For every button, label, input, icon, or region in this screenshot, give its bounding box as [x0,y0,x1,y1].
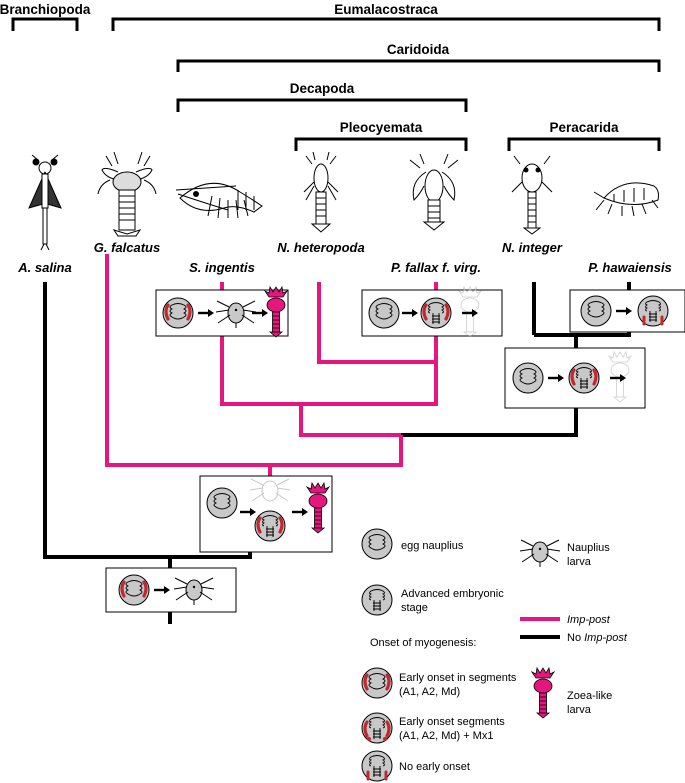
bracket-decapoda [176,98,468,112]
bracket-branchiopoda [11,17,79,31]
dev-box-peracarida [504,347,646,409]
legend-no-prefix: No [567,632,584,644]
dev-box-root [105,567,237,613]
a-salina-drawing [28,154,62,251]
legend-onset-heading: Onset of myogenesis: [370,637,476,649]
dev-box-eumalacostraca [199,475,333,553]
species-label-n-heteropoda: N. heteropoda [277,240,364,255]
s-ingentis-drawing [175,182,263,219]
legend-nauplius-larva-icon [519,539,561,568]
clade-label-peracarida: Peracarida [549,120,619,135]
bracket-pleocyemata [294,137,468,151]
legend-zoea-icon [531,667,555,719]
legend-early-mx1-1: Early onset segments [399,716,505,728]
species-label-s-ingentis: S. ingentis [189,260,255,275]
p-hawaiensis-drawing [593,182,659,217]
clade-label-caridoida: Caridoida [387,42,450,57]
species-label-p-fallax: P. fallax f. virg. [391,260,481,275]
legend-no-imp-post-text: No Imp-post [567,632,628,644]
clade-label-eumalacostraca: Eumalacostraca [334,2,438,17]
legend-no-early-onset-icon [361,750,393,782]
legend-imp-post: Imp-post [567,614,611,626]
bracket-eumalacostraca [111,17,661,31]
legend-early-onset-icon [361,667,393,699]
clade-label-pleocyemata: Pleocyemata [340,120,423,135]
species-label-n-integer: N. integer [502,240,563,255]
legend-early-mx1-2: (A1, A2, Md) + Mx1 [399,730,493,742]
clade-label-branchiopoda: Branchiopoda [0,2,91,17]
bracket-peracarida [507,137,661,151]
n-heteropoda-drawing [303,151,339,233]
n-integer-drawing [511,155,553,235]
species-label-p-hawaiensis: P. hawaiensis [588,260,672,275]
g-falcatus-drawing [97,151,157,237]
legend-no-imp-post: Imp-post [584,632,628,644]
species-label-a-salina: A. salina [17,260,71,275]
legend-advanced-stage-2: stage [401,602,428,614]
legend-nauplius-larva-1: Nauplius [567,542,610,554]
species-label-g-falcatus: G. falcatus [94,240,160,255]
legend-egg-nauplius: egg nauplius [401,540,464,552]
legend-early-onset-2: (A1, A2, Md) [399,686,460,698]
clade-brackets [11,17,661,151]
legend: egg nauplius Advanced embryonic stage On… [361,528,628,782]
legend-early-onset-1: Early onset in segments [399,672,517,684]
dev-box-s-ingentis [155,286,289,338]
legend-egg-nauplius-icon [361,528,393,560]
legend-advanced-stage-1: Advanced embryonic [401,588,504,600]
bracket-caridoida [176,59,661,72]
clade-label-decapoda: Decapoda [290,81,355,96]
legend-early-mx1-icon [361,712,393,744]
p-fallax-drawing [409,153,459,231]
legend-advanced-stage-icon [361,584,393,616]
dev-box-p-fallax [361,286,503,338]
legend-zoea-1: Zoea-like [567,690,612,702]
legend-nauplius-larva-2: larva [567,556,592,568]
legend-no-early-onset: No early onset [399,761,470,773]
dev-box-p-hawaiensis [569,289,685,333]
tree-branches-imp-post [105,254,438,476]
legend-zoea-2: larva [567,704,592,716]
